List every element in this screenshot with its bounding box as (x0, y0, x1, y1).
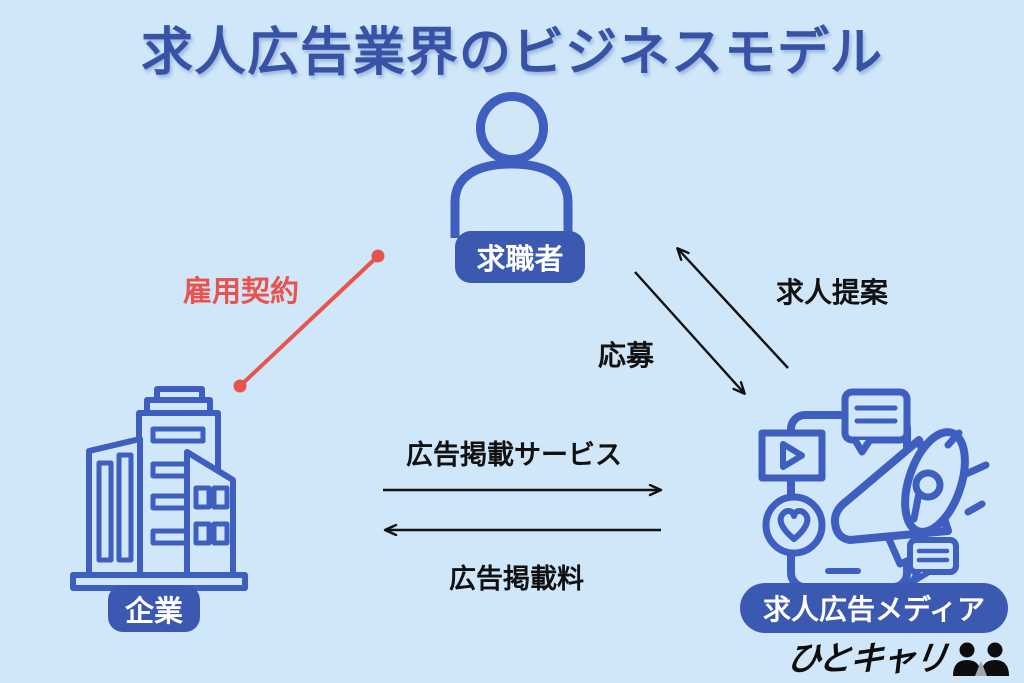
megaphone-icon (830, 428, 990, 568)
ad-fee-label: 広告掲載料 (449, 564, 584, 595)
application-arrow (634, 271, 744, 393)
ad-service-label: 広告掲載サービス (406, 440, 622, 471)
application-label: 応募 (598, 339, 655, 372)
employment-contract-label: 雇用契約 (183, 274, 300, 308)
speech-bubble-bottom-icon (907, 537, 959, 586)
smartphone-megaphone-icon (758, 388, 990, 588)
brand-wordmark: ひとキャリ (784, 639, 949, 679)
sound-waves-icon (944, 429, 990, 516)
node-media: 求人広告メディア (740, 583, 1008, 633)
office-building-icon (70, 386, 248, 591)
page-title: 求人広告業界のビジネスモデル (140, 23, 883, 83)
person-icon (450, 92, 573, 238)
speech-bubble-top-icon (841, 388, 911, 456)
node-company: 企業 (108, 585, 200, 632)
job-proposal-arrow (678, 249, 789, 369)
two-people-icon (953, 642, 1009, 676)
brand-logo: ひとキャリ (784, 639, 1012, 679)
node-job-seeker: 求職者 (455, 231, 585, 283)
heart-like-icon (762, 493, 826, 571)
employment-contract-line (233, 249, 385, 393)
video-play-icon (758, 429, 826, 503)
job-proposal-label: 求人提案 (776, 276, 889, 309)
